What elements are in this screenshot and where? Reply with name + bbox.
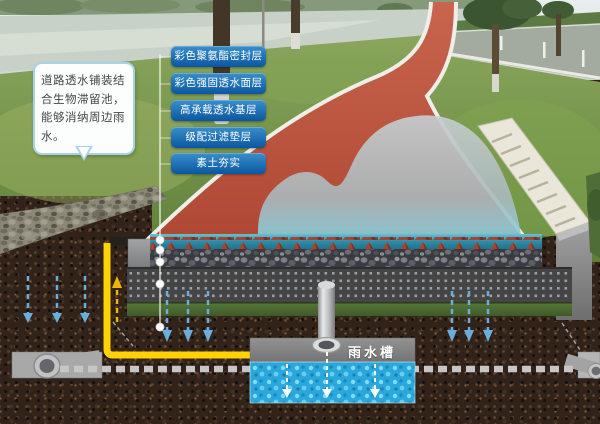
cushion-dot-layer — [127, 267, 572, 302]
layer-label-compacted-soil: 素土夯实 — [171, 153, 266, 174]
yellow-flow-line — [103, 243, 252, 359]
trees — [213, 0, 574, 124]
dashed-connectors — [112, 321, 581, 351]
layer-label-filter-cushion: 级配过滤垫层 — [171, 127, 266, 148]
riprap-rocks — [0, 185, 169, 255]
trough-water — [249, 361, 416, 404]
subgrade-green-layer — [127, 302, 572, 316]
infiltration-arrows-right — [447, 291, 493, 342]
trough-infiltration-arrows — [286, 352, 376, 390]
gravel-base-layer — [150, 249, 542, 267]
inflow-pipe — [311, 281, 342, 354]
rain-trough — [249, 337, 416, 404]
callout-bubble: 道路透水铺装结合生物滞留池，能够消纳周边雨水。 — [33, 62, 135, 160]
layer-label-base: 高承载透水基层 — [171, 100, 266, 121]
left-curb — [144, 1, 433, 243]
asphalt-road — [445, 23, 600, 80]
right-pipe-fitting — [564, 351, 600, 379]
bush-corner — [586, 172, 600, 258]
left-pipe-box — [11, 350, 103, 379]
rain-trough-label: 雨水槽 — [348, 346, 397, 361]
curb-block-section — [127, 238, 153, 268]
infiltration-arrows-middle — [162, 291, 213, 342]
leader-line — [155, 54, 171, 332]
cross-section — [11, 54, 600, 404]
infiltration-arrows-left — [23, 276, 90, 323]
layer-label-sealing: 彩色聚氨酯密封层 — [171, 46, 266, 67]
river — [0, 8, 510, 72]
leader-dots — [155, 235, 165, 332]
photo-scene — [0, 0, 600, 320]
porous-surface-teeth — [150, 237, 542, 252]
yellow-up-arrow — [112, 276, 122, 322]
trough-arrow-heads — [282, 389, 380, 398]
callout-text: 道路透水铺装结合生物滞留池，能够消纳周边雨水。 — [41, 73, 125, 143]
layer-label-surface: 彩色强固透水面层 — [171, 73, 266, 94]
